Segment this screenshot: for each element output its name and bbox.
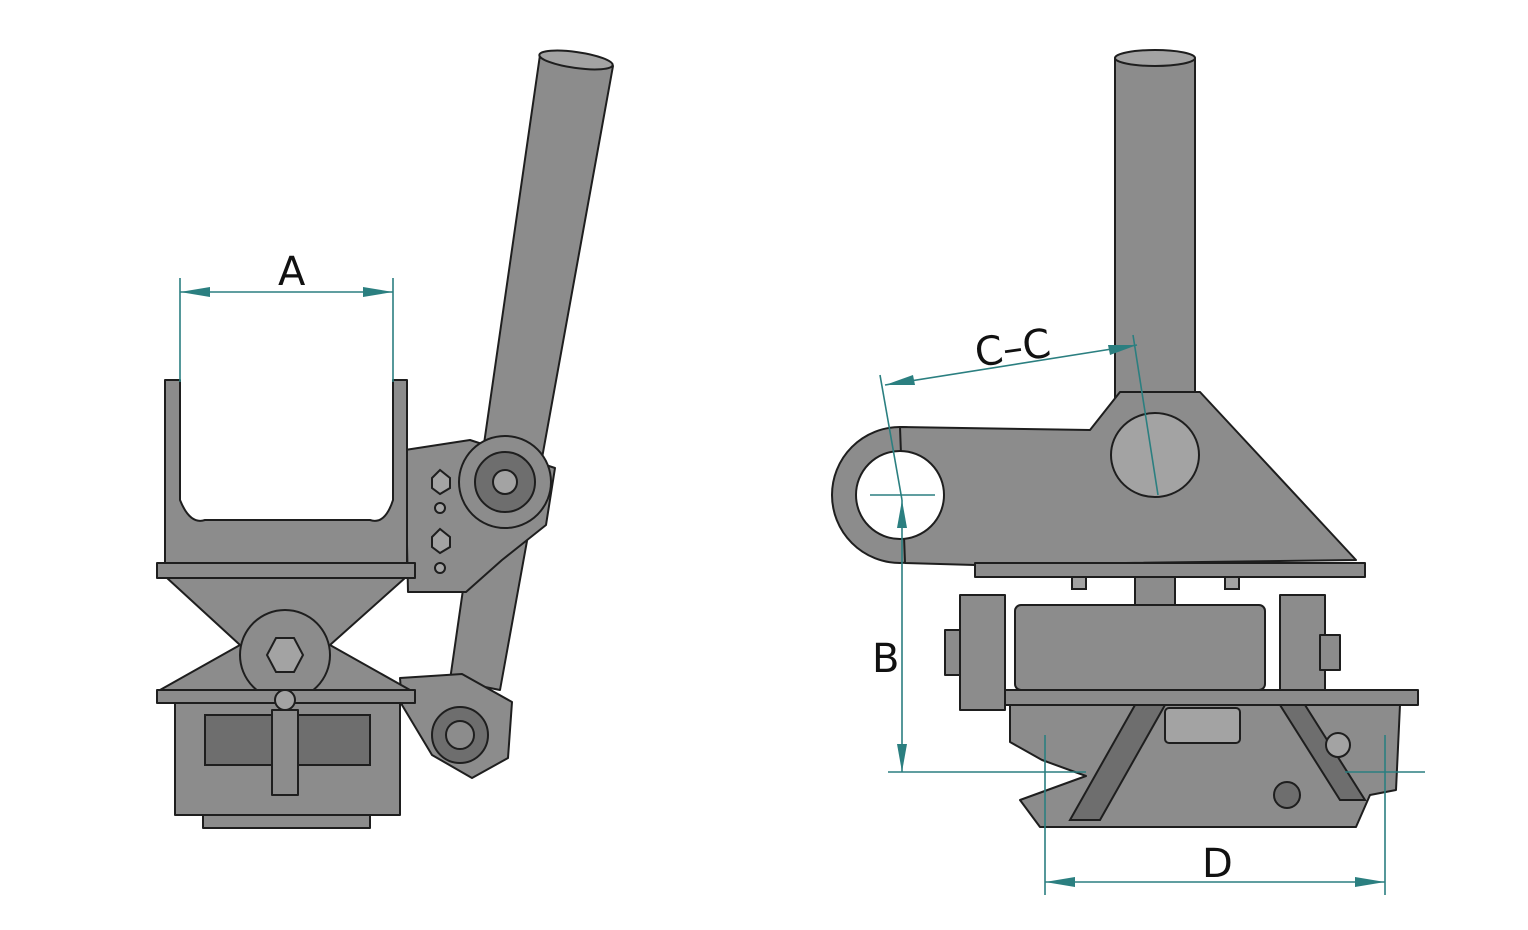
- nut-icon: [1273, 781, 1301, 809]
- lower-pin-nut: [445, 720, 475, 750]
- side-hole: [1325, 732, 1351, 758]
- pivot-pin-center: [492, 469, 518, 495]
- right-nut: [1319, 634, 1341, 671]
- arm-tube: [449, 54, 614, 691]
- body-web-right: [1278, 704, 1367, 801]
- dimension-label-d: D: [1202, 841, 1233, 887]
- bottom-plate: [202, 814, 371, 829]
- bolt-small: [434, 562, 446, 574]
- bolt-small: [434, 502, 446, 514]
- tab-right: [1224, 576, 1240, 590]
- dimension-a: A: [179, 249, 394, 382]
- bucket-cradle: [164, 379, 408, 566]
- dimension-cc: C–C: [879, 321, 1159, 501]
- vertical-tube: [1114, 57, 1196, 404]
- side-view: [156, 49, 614, 829]
- top-window: [1164, 707, 1241, 744]
- arm-tube-top: [538, 49, 614, 71]
- right-bracket: [1279, 594, 1326, 696]
- left-bracket: [959, 594, 1006, 711]
- bolt-hex-icon: [431, 468, 451, 496]
- center-shaft: [1134, 576, 1176, 610]
- tab-left: [1071, 576, 1087, 590]
- dimension-b: B: [870, 494, 1086, 773]
- vertical-tube-top: [1114, 49, 1196, 67]
- lock-slot: [271, 709, 299, 796]
- dimension-label-b: B: [872, 636, 899, 682]
- hex-nut-icon: [265, 637, 305, 673]
- cross-cylinder: [1014, 604, 1266, 691]
- front-view: [831, 49, 1419, 828]
- dimension-label-a: A: [278, 249, 306, 295]
- dimension-d: D: [1044, 735, 1425, 895]
- tube-hole: [1110, 412, 1200, 498]
- bolt-hex-icon: [431, 527, 451, 555]
- upper-flange: [156, 562, 416, 579]
- top-plate: [974, 562, 1366, 578]
- dimension-label-cc: C–C: [972, 321, 1054, 377]
- body-web-left: [1068, 704, 1167, 821]
- lock-bolt: [274, 689, 296, 711]
- base-plate: [1004, 689, 1419, 706]
